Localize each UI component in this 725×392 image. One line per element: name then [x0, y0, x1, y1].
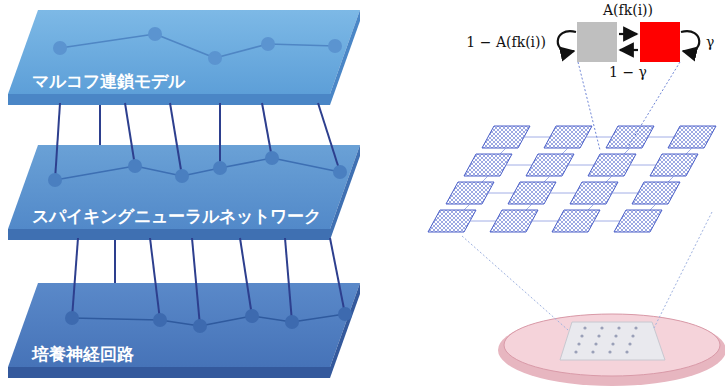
layer-band: スパイキングニューラルネットワーク	[8, 145, 360, 240]
layer-band: マルコフ連鎖モデル	[8, 10, 360, 105]
self-loop	[681, 31, 699, 51]
layer-shape	[8, 10, 360, 105]
culture-tile	[614, 210, 662, 232]
culture-tile	[544, 126, 592, 148]
culture-tile	[482, 126, 530, 148]
culture-tile	[526, 154, 574, 176]
layer-shape	[8, 145, 360, 240]
dish-rim	[498, 314, 725, 386]
culture-tile	[508, 182, 556, 204]
transition-probability: 1 − γ	[609, 64, 647, 81]
culture-tile	[632, 182, 680, 204]
layer-shape	[8, 283, 360, 378]
culture-tile	[606, 126, 654, 148]
culture-tile	[570, 182, 618, 204]
culture-tile	[464, 154, 512, 176]
layer-title: スパイキングニューラルネットワーク	[32, 206, 321, 226]
transition-arrow	[620, 49, 638, 51]
transition-probability: γ	[706, 34, 714, 51]
layer-band: 培養神経回路	[8, 283, 360, 378]
culture-tile	[668, 126, 716, 148]
dish-medium	[504, 314, 720, 376]
layer-connector	[114, 240, 116, 283]
culture-tile	[446, 182, 494, 204]
rest-state	[577, 22, 617, 62]
self-loop	[558, 31, 576, 51]
culture-tile	[490, 210, 538, 232]
layer-title: 培養神経回路	[32, 344, 134, 364]
transition-probability: 1 − A(fk(i))	[466, 34, 546, 51]
active-state	[640, 22, 680, 62]
transition-probability: A(fk(i))	[603, 2, 653, 19]
leader-line	[462, 236, 568, 330]
transition-arrow	[619, 33, 637, 35]
leader-line	[578, 62, 600, 150]
electrode-chip	[560, 322, 665, 360]
culture-tile	[552, 210, 600, 232]
layer-connector	[99, 105, 101, 145]
culture-tile	[428, 210, 476, 232]
culture-tile	[650, 154, 698, 176]
leader-line	[654, 212, 712, 328]
layer-title: マルコフ連鎖モデル	[32, 71, 185, 91]
culture-tile	[588, 154, 636, 176]
